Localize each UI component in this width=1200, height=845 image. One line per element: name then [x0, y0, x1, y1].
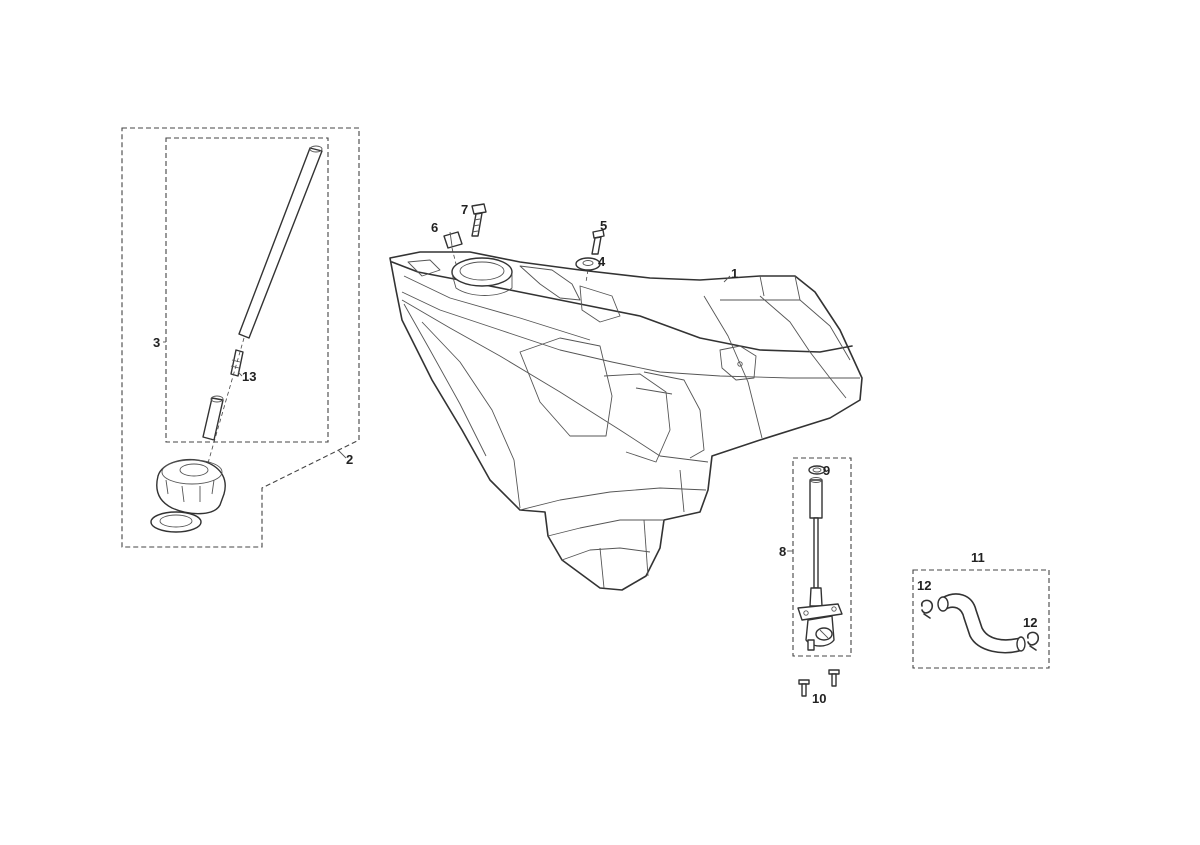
callout-8: 8: [779, 544, 786, 559]
fuel-cap-assembly: [121, 127, 360, 548]
screws-10: [798, 669, 840, 697]
callout-1: 1: [731, 266, 738, 281]
fuel-cap: [156, 458, 226, 515]
assembly-11-dashed-frame: [912, 569, 1050, 669]
fuel-hose: [941, 593, 1021, 641]
washer-6: [443, 231, 463, 249]
fuel-cap-gasket: [150, 511, 202, 533]
callout-10: 10: [812, 691, 826, 706]
fuel-hose-assembly: [912, 569, 1050, 669]
fuel-valve-assembly: [792, 457, 852, 657]
callout-12-left: 12: [917, 578, 931, 593]
callout-13: 13: [242, 369, 256, 384]
callout-3: 3: [153, 335, 160, 350]
gauge-rod: [238, 147, 323, 339]
short-tube: [202, 397, 224, 441]
callout-5: 5: [600, 218, 607, 233]
filler-neck: [451, 257, 513, 296]
bolt-5: [591, 229, 605, 255]
fuel-tank: [389, 251, 863, 591]
grommet-4: [575, 257, 601, 271]
callout-7: 7: [461, 202, 468, 217]
callout-9: 9: [823, 463, 830, 478]
callout-6: 6: [431, 220, 438, 235]
fuel-tank-outline: [389, 251, 863, 591]
bolt-7: [471, 203, 487, 237]
callout-11: 11: [971, 550, 985, 565]
fuel-strainer: [809, 479, 823, 519]
assembly-8-dashed-frame: [792, 457, 852, 657]
fuel-petcock: [797, 603, 843, 651]
callout-2: 2: [346, 452, 353, 467]
assembly-2-dashed-frame: [121, 127, 360, 548]
hose-clamp-right: [1026, 631, 1040, 651]
hose-clamp-left: [920, 599, 934, 619]
callout-4: 4: [598, 254, 606, 269]
callout-12-right: 12: [1023, 615, 1037, 630]
assembly-3-dashed-frame: [165, 137, 329, 443]
